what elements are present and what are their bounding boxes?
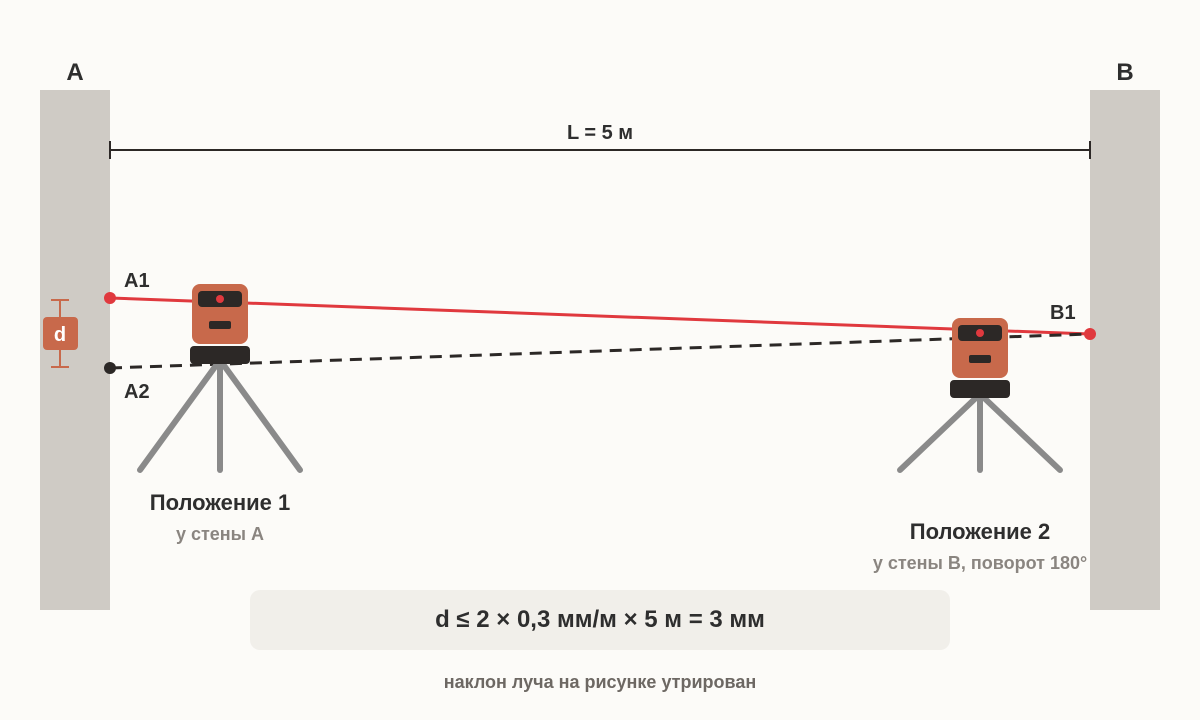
point-b1-marker — [1084, 328, 1096, 340]
tripod-2 — [897, 391, 1063, 473]
red-beam — [109, 296, 1091, 336]
d-label: d — [54, 324, 66, 346]
tripod-1 — [137, 357, 303, 473]
d-badge — [43, 317, 78, 350]
position-1-title: Положение 1 — [150, 490, 290, 515]
position-2-title: Положение 2 — [910, 519, 1050, 544]
wall-b-label: B — [1116, 59, 1133, 86]
formula-text: d ≤ 2 × 0,3 мм/м × 5 м = 3 мм — [435, 606, 765, 633]
wall-b — [1090, 90, 1160, 610]
point-a1-label: A1 — [124, 270, 150, 292]
wall-a-label: A — [66, 59, 83, 86]
point-a2-marker — [104, 362, 116, 374]
point-a1-marker — [104, 292, 116, 304]
distance-label: L = 5 м — [567, 122, 633, 144]
laser-level-1-icon — [190, 284, 250, 364]
point-a2-label: A2 — [124, 381, 150, 403]
point-b1-label: B1 — [1050, 302, 1076, 324]
laser-level-2-icon — [950, 318, 1010, 398]
dashed-beam — [109, 332, 1091, 370]
formula-box: d ≤ 2 × 0,3 мм/м × 5 м = 3 мм — [250, 590, 950, 650]
exaggeration-note: наклон луча на рисунке утрирован — [443, 672, 757, 692]
position-2-subtitle: у стены B, поворот 180° — [873, 553, 1087, 573]
position-1-subtitle: у стены A — [176, 524, 264, 544]
